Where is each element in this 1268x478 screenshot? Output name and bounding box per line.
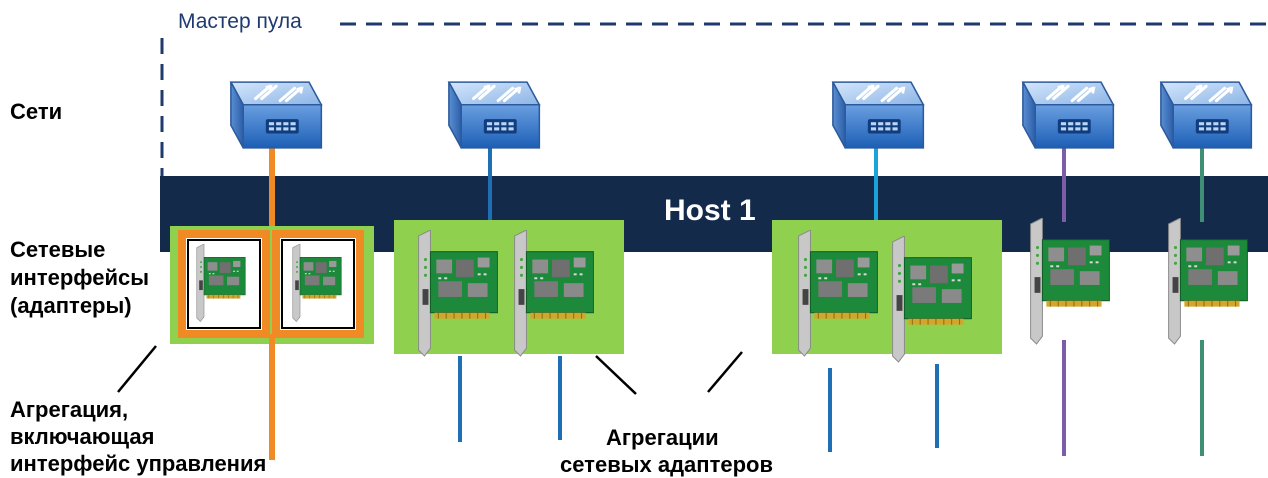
network-switch-icon xyxy=(831,80,925,150)
mgmt-adapter-frame-2-inner xyxy=(281,239,355,329)
bonds-label-line2: сетевых адаптеров xyxy=(560,452,773,477)
mgmt-bond-label-line3: интерфейс управления xyxy=(10,451,267,476)
host-label: Host 1 xyxy=(664,194,756,227)
network-switch-icon xyxy=(1159,80,1253,150)
network-switch-icon xyxy=(447,80,541,150)
callout-bond-left xyxy=(595,355,637,395)
mgmt-bond-label-line2: включающая xyxy=(10,424,155,449)
networks-label: Сети xyxy=(10,99,63,124)
bonds-label-line1: Агрегации xyxy=(606,425,719,450)
network-switch-icon xyxy=(229,80,323,150)
adapters-label-line3: (адаптеры) xyxy=(10,293,132,318)
callout-mgmt-bond xyxy=(117,345,157,393)
network-switch-icon xyxy=(1021,80,1115,150)
adapters-label-line2: интерфейсы xyxy=(10,265,150,290)
callout-bond-right xyxy=(707,351,743,393)
mgmt-adapter-frame-1-inner xyxy=(187,239,261,329)
mgmt-bond-label-line1: Агрегация, xyxy=(10,397,129,422)
pool-master-label: Мастер пула xyxy=(178,10,302,33)
adapters-label-line1: Сетевые xyxy=(10,237,106,262)
